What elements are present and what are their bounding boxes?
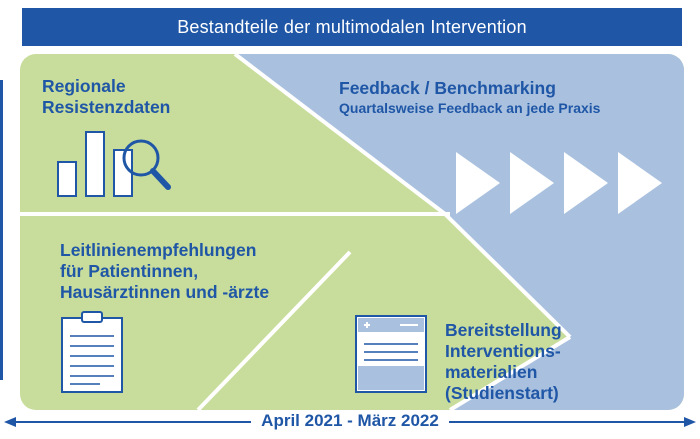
clipboard-clip (81, 311, 103, 323)
quarter-q4: Q4 (618, 152, 670, 214)
materials-label: Bereitstellung Interventions- materialie… (445, 320, 562, 404)
clipboard-board (61, 317, 123, 393)
magnifier-lens (122, 139, 160, 177)
guidelines-line2: für Patientinnen, (60, 261, 199, 281)
bar-chart-magnifier-icon (57, 131, 171, 197)
materials-line3: materialien (445, 362, 538, 382)
document-header-band (358, 318, 424, 332)
intervention-panel: Regionale Resistenzdaten Feedback / Benc… (20, 54, 684, 410)
resistance-label: Regionale Resistenzdaten (42, 76, 170, 118)
divider-materials (196, 250, 352, 410)
materials-line4: (Studienstart) (445, 383, 559, 403)
materials-line2: Interventions- (445, 341, 561, 361)
quarter-q3-label: Q3 (571, 175, 590, 191)
diagram-title: Bestandteile der multimodalen Interventi… (22, 8, 682, 46)
divider-diagonal-lower-right (443, 212, 572, 339)
guidelines-line1: Leitlinienempfehlungen (60, 240, 257, 260)
quarter-q1-label: Q1 (463, 175, 482, 191)
divider-diagonal-upper (233, 54, 447, 216)
bar-icon-2 (85, 131, 105, 197)
quarter-q2: Q2 (510, 152, 562, 214)
bar-icon-1 (57, 161, 77, 197)
quarter-q4-label: Q4 (625, 175, 644, 191)
feedback-title: Feedback / Benchmarking (339, 78, 556, 98)
clipboard-icon (61, 311, 123, 393)
feedback-region (235, 54, 684, 410)
feedback-subtitle: Quartalsweise Feedback an jede Praxis (339, 100, 601, 116)
guidelines-line3: Hausärztinnen und -ärzte (60, 282, 270, 302)
timeline-label-text: April 2021 - März 2022 (251, 411, 449, 430)
timeline-label: April 2021 - März 2022 (0, 411, 700, 431)
left-edge-bar (0, 80, 3, 380)
quarter-q3: Q3 (564, 152, 616, 214)
diagram-title-text: Bestandteile der multimodalen Interventi… (177, 16, 527, 37)
magnifier-handle (150, 168, 171, 190)
guidelines-label: Leitlinienempfehlungen für Patientinnen,… (60, 240, 269, 303)
quarter-q1: Q1 (456, 152, 508, 214)
panel-background (20, 54, 684, 410)
document-icon (355, 315, 427, 393)
timeline-arrowhead-left (4, 417, 16, 427)
divider-diagonal-lower-left (448, 335, 572, 410)
timeline-arrowhead-right (684, 417, 696, 427)
resistance-label-line2: Resistenzdaten (42, 97, 171, 117)
materials-line1: Bereitstellung (445, 320, 562, 340)
quarter-q2-label: Q2 (517, 175, 536, 191)
resistance-label-line1: Regionale (42, 76, 126, 96)
document-footer-band (358, 366, 424, 390)
